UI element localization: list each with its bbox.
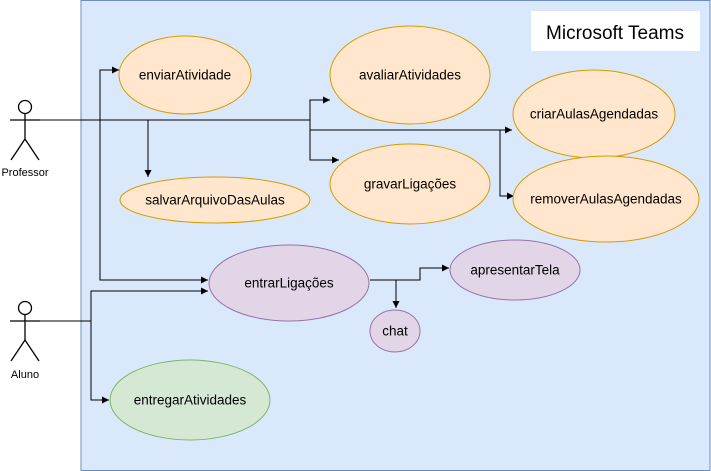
use-case-shape xyxy=(329,25,491,125)
edge-professor-entrar xyxy=(99,120,208,284)
actor-head xyxy=(17,300,33,316)
use-case-shape xyxy=(512,155,700,243)
edge-professor-remover xyxy=(499,130,514,200)
connectors xyxy=(40,66,514,404)
use-case-label: avaliarAtividades xyxy=(359,68,461,83)
use-case-criar-aulas-agendadas[interactable]: criarAulasAgendadas xyxy=(512,69,676,159)
use-case-label: entrarLigações xyxy=(244,276,334,291)
use-case-label: salvarArquivoDasAulas xyxy=(145,193,285,208)
edge-entrar-apresentar xyxy=(396,264,449,281)
system-title-box xyxy=(531,11,700,51)
edge-aluno-entrar xyxy=(40,287,208,322)
use-case-shape xyxy=(449,239,581,301)
edge-professor-gravar xyxy=(309,120,339,164)
use-case-label: entregarAtividades xyxy=(134,393,247,408)
use-case-shape xyxy=(329,143,491,225)
use-case-shape xyxy=(369,309,421,353)
use-case-entrar-ligacoes[interactable]: entrarLigações xyxy=(208,244,370,322)
use-case-label: gravarLigações xyxy=(364,177,457,192)
use-case-apresentar-tela[interactable]: apresentarTela xyxy=(449,239,581,301)
edge-professor-avaliar xyxy=(148,96,330,121)
actor-aluno: Aluno xyxy=(10,300,40,381)
use-case-shape xyxy=(109,359,271,441)
edge-aluno-entregar xyxy=(90,321,109,404)
actor-label-professor: Professor xyxy=(1,167,48,179)
actor-head xyxy=(17,99,33,115)
use-case-shape xyxy=(118,35,252,115)
actor-label-aluno: Aluno xyxy=(11,369,39,381)
use-case-label: removerAulasAgendadas xyxy=(530,192,682,207)
edge-professor-enviar xyxy=(40,66,119,121)
use-case-shape xyxy=(208,244,370,322)
use-case-label: chat xyxy=(382,324,408,339)
use-case-label: criarAulasAgendadas xyxy=(530,107,659,122)
use-case-label: enviarAtividade xyxy=(139,68,231,83)
use-case-chat[interactable]: chat xyxy=(369,309,421,353)
use-case-entregar-atividades[interactable]: entregarAtividades xyxy=(109,359,271,441)
use-case-gravar-ligacoes[interactable]: gravarLigações xyxy=(329,143,491,225)
use-case-salvar-arquivo-das-aulas[interactable]: salvarArquivoDasAulas xyxy=(119,176,311,224)
use-case-avaliar-atividades[interactable]: avaliarAtividades xyxy=(329,25,491,125)
use-case-shape xyxy=(119,176,311,224)
use-case-label: apresentarTela xyxy=(470,263,560,278)
use-case-enviar-atividade[interactable]: enviarAtividade xyxy=(118,35,252,115)
system-title: Microsoft Teams xyxy=(546,23,684,44)
edge-professor-criar xyxy=(309,120,512,134)
actor-professor: Professor xyxy=(1,99,49,179)
use-case-remover-aulas-agendadas[interactable]: removerAulasAgendadas xyxy=(512,155,700,243)
